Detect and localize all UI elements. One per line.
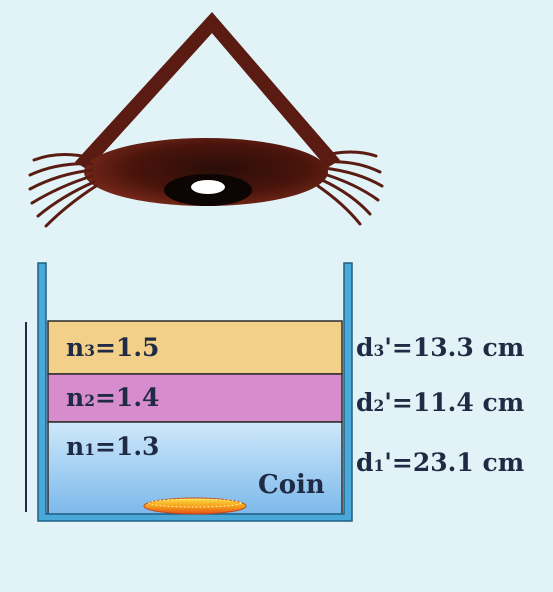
layer-3-label: n3=1.5: [66, 333, 160, 362]
depth-2-label: d2'=11.4 cm: [356, 388, 525, 417]
layer-3-rect: [47, 320, 343, 375]
depth-3-label: d3'=13.3 cm: [356, 333, 525, 362]
layer-2-label: n2=1.4: [66, 383, 160, 412]
coin-label: Coin: [258, 470, 325, 500]
depth-1-label: d1'=23.1 cm: [356, 448, 525, 477]
layer-1-label: n1=1.3: [66, 432, 160, 461]
container-walls: [37, 262, 353, 522]
layer-2-rect: [47, 373, 343, 423]
eye-icon: [28, 12, 384, 228]
eyelashes-left: [28, 153, 98, 228]
eyelashes-right: [316, 150, 384, 226]
coin-icon: [143, 497, 247, 515]
